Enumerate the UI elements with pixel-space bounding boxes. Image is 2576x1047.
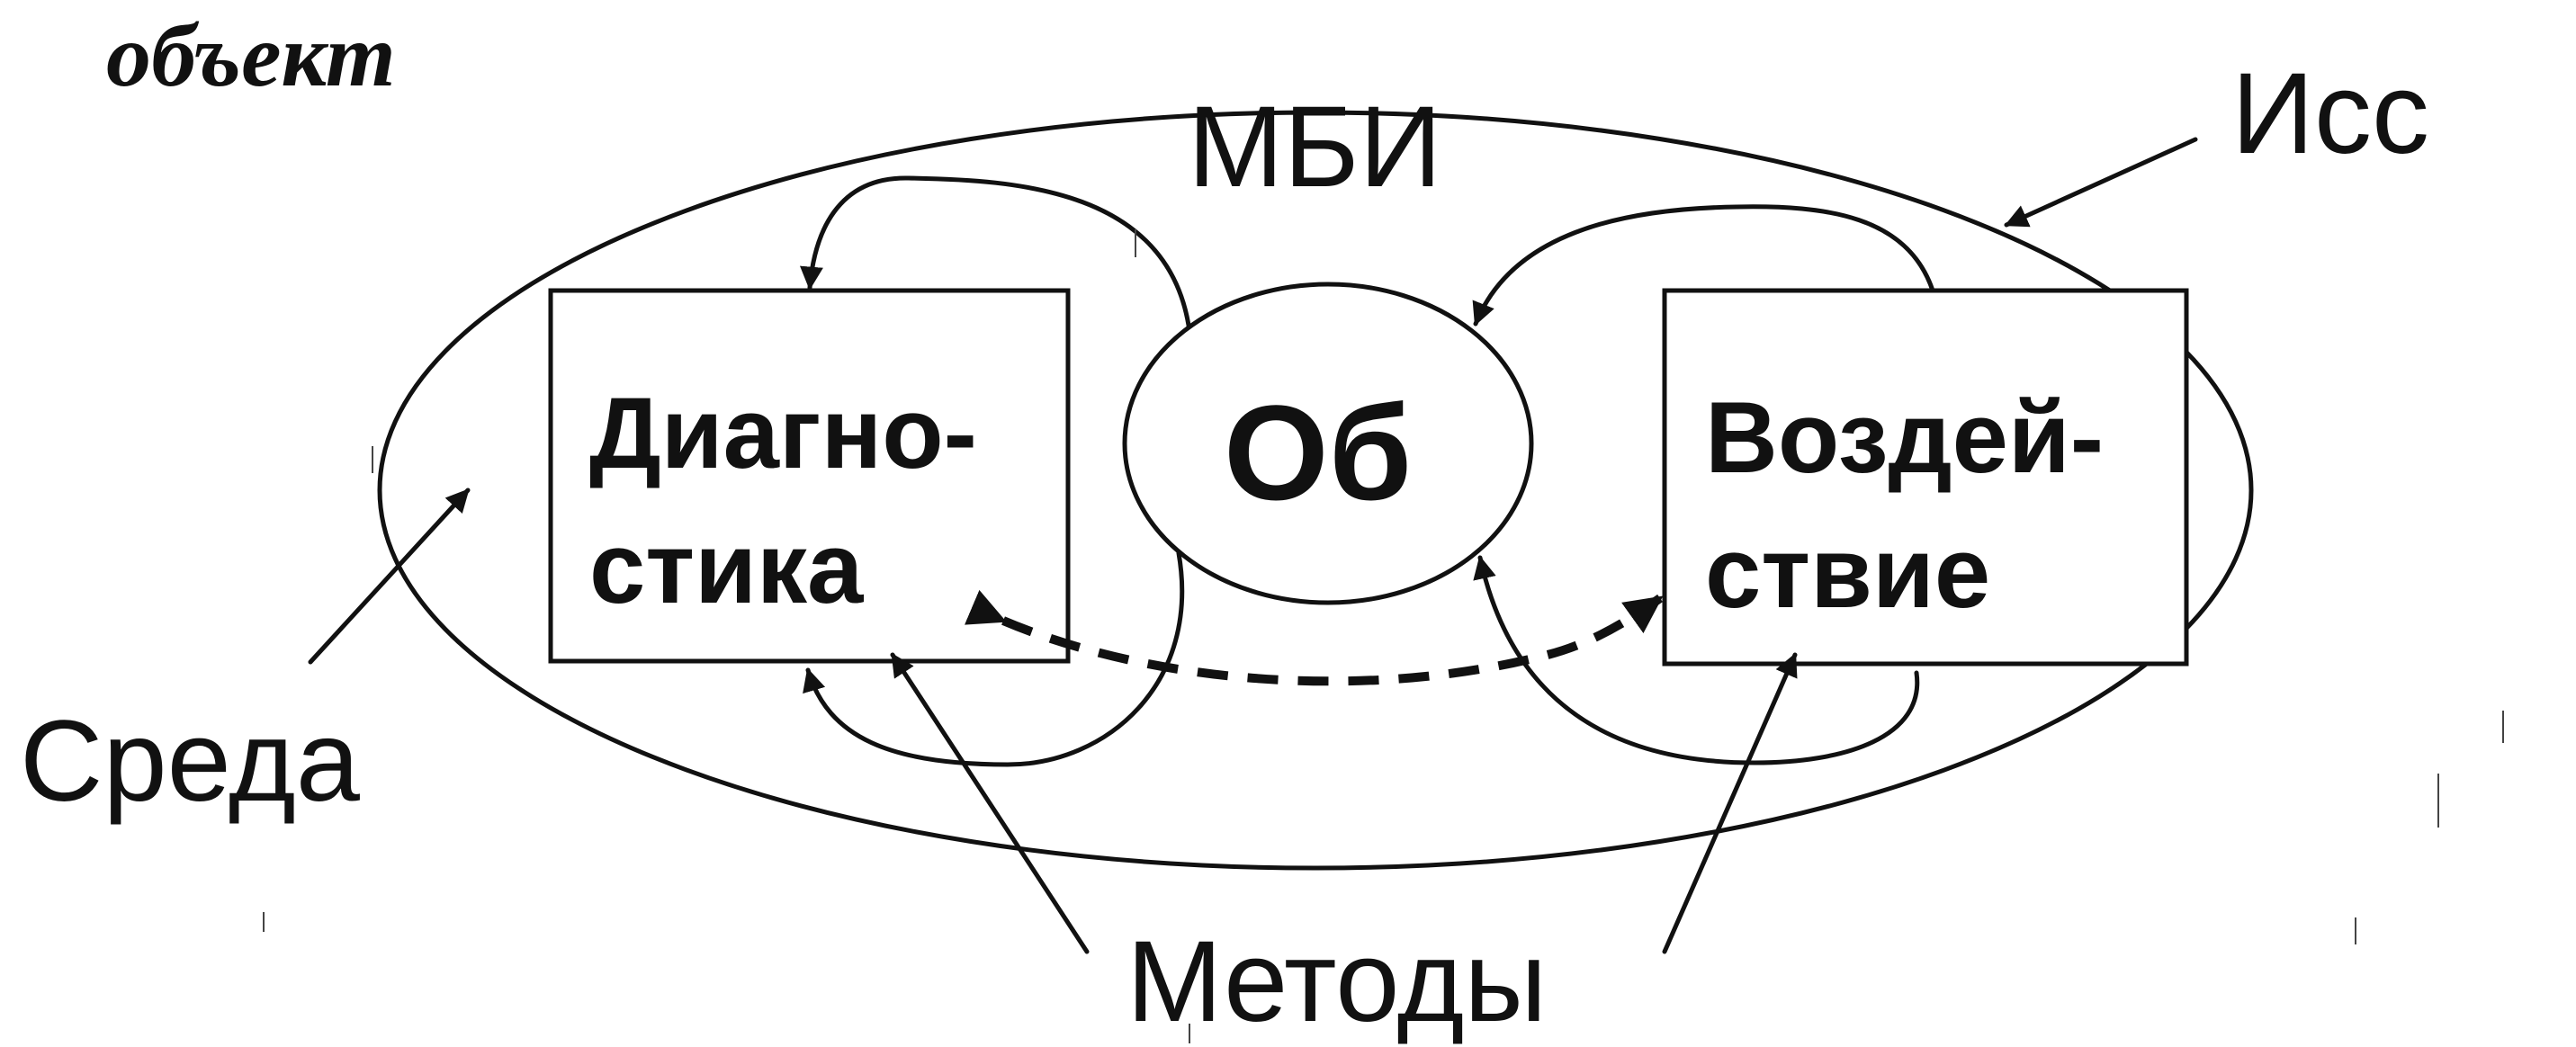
object-label: Об: [1224, 377, 1412, 528]
mbi-label: МБИ: [1188, 83, 1442, 211]
outer-ellipse-mbi: [377, 110, 2254, 871]
methods-pointer-left-arrow: [890, 652, 1090, 954]
research-pointer-arrow: [2004, 137, 2198, 228]
title-label: объект: [106, 5, 396, 105]
dashed-link-arrow: [965, 589, 1664, 686]
left-lower-loop-arrow: [803, 550, 1185, 767]
impact-line1: Воздей-: [1705, 381, 2104, 494]
right-upper-loop-arrow: [1472, 204, 1935, 327]
impact-line2: ствие: [1705, 516, 1990, 629]
methods-label: Методы: [1126, 917, 1547, 1046]
left-upper-loop-arrow: [799, 175, 1192, 334]
environment-label: Среда: [20, 697, 361, 826]
environment-pointer-arrow: [308, 488, 471, 665]
research-label: Исс: [2231, 49, 2429, 178]
impact-box: [1662, 288, 2189, 667]
diagnostics-line1: Диагно-: [589, 377, 977, 489]
methods-pointer-right-arrow: [1662, 652, 1798, 954]
diagnostics-line2: стика: [589, 512, 864, 624]
